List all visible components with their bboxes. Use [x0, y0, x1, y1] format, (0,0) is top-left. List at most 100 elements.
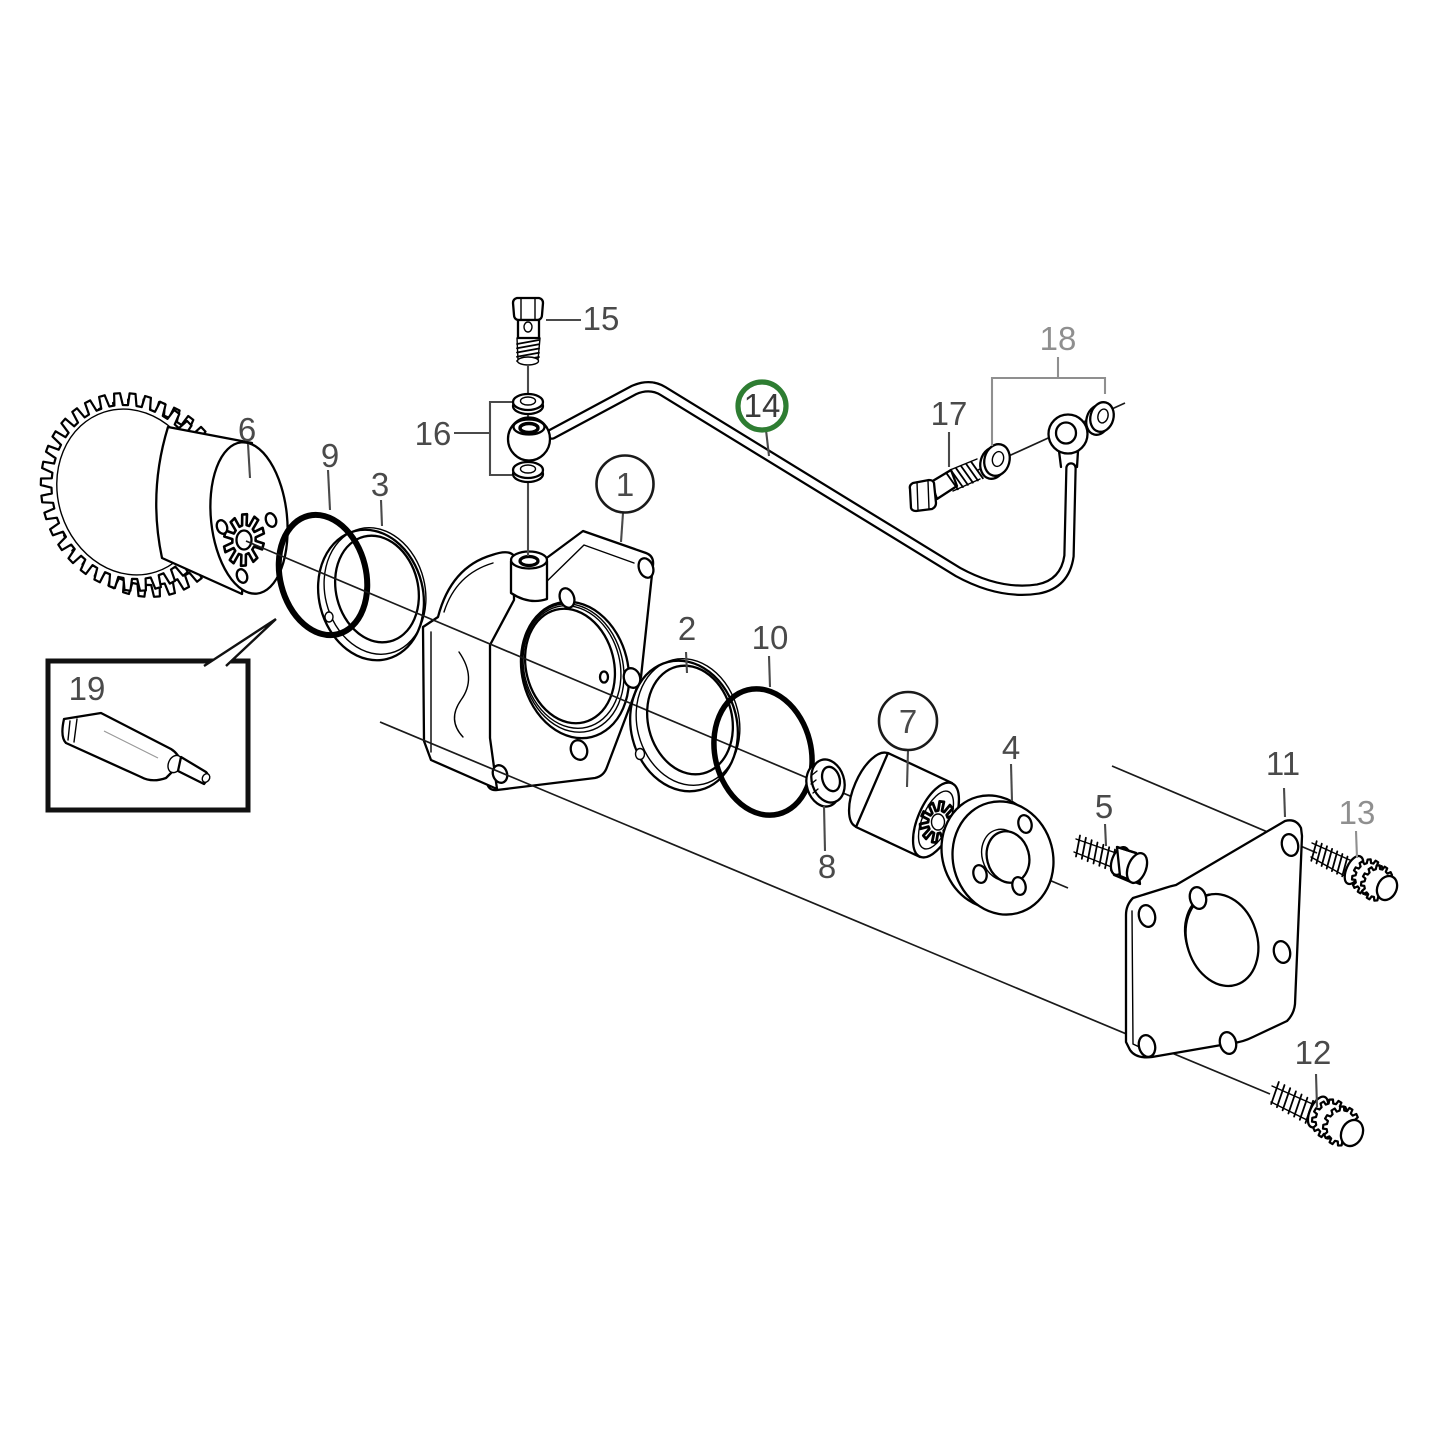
callout-6: 6 [238, 411, 256, 448]
washer16-bottom [511, 460, 545, 480]
bolt5-threads [1075, 834, 1116, 872]
plate-hole [1280, 833, 1300, 857]
flange-screw-12 [1270, 1081, 1365, 1148]
housing-body [421, 551, 516, 791]
gear-spline [222, 512, 266, 568]
bolt17-head-facets [916, 480, 930, 511]
leader-9 [326, 469, 332, 511]
gear-hub-face [209, 441, 289, 595]
housing-boss-bore [518, 554, 540, 568]
bolt12-head-teeth [1310, 1098, 1361, 1147]
plate-hole [1137, 1034, 1157, 1058]
housing-bolt-hole [637, 557, 655, 579]
seal-ring-2 [629, 657, 741, 793]
leader-14 [764, 429, 771, 457]
bolt17-head [908, 478, 938, 513]
housing-web-curve [453, 651, 470, 738]
eye-bore [1054, 421, 1078, 445]
ring2-hole [634, 747, 646, 761]
callout-18: 18 [1040, 320, 1077, 357]
callout-15: 15 [583, 300, 620, 337]
bolt15-head-facets [520, 298, 536, 320]
callout-12: 12 [1295, 1034, 1332, 1071]
leader-10 [767, 655, 772, 688]
callout-2: 2 [678, 610, 696, 647]
cap-screw-5 [1073, 834, 1149, 886]
coupling-spline-bore [930, 813, 946, 831]
eye-neck [1057, 449, 1080, 469]
sealant-callout-box [45, 617, 277, 813]
plate-hole [1218, 1031, 1238, 1055]
ring2-wall [635, 657, 741, 787]
bolt17-threads [945, 460, 984, 491]
pump-housing [421, 529, 655, 792]
flange4-hole [1017, 813, 1033, 835]
callout-13: 13 [1339, 794, 1376, 831]
housing-bore-groove [521, 603, 625, 733]
housing-boss [509, 561, 549, 603]
banjo-fitting-16 [506, 392, 552, 484]
leader-13 [1354, 830, 1359, 859]
plate-hole [1137, 904, 1157, 928]
leader-16 [454, 400, 512, 477]
washer16-top [511, 392, 545, 412]
callout-circle-1 [595, 454, 655, 514]
bolt12-head-face [1339, 1118, 1365, 1148]
callout-19: 19 [69, 670, 106, 707]
ring2-inner [645, 664, 735, 776]
callout-14: 14 [744, 387, 781, 424]
pipe-banjo-eye [1047, 413, 1089, 469]
bolt5-head-face [1125, 852, 1149, 884]
lower-axis-line [379, 721, 1271, 1095]
box-pointer-edges [203, 617, 277, 668]
washer-8 [805, 758, 846, 808]
ring3-inner [333, 534, 421, 644]
leader-12 [1314, 1073, 1319, 1108]
splined-coupling [847, 751, 961, 859]
gear-face-hole [215, 519, 229, 535]
tube-body [61, 711, 183, 782]
housing-bolt-hole [491, 764, 509, 784]
o-ring-10 [711, 686, 815, 818]
callout-10: 10 [752, 619, 789, 656]
banjo-bolt-17 [908, 458, 984, 513]
washer18b [1089, 401, 1115, 433]
eye-outer [1047, 413, 1089, 455]
gear-face-hole [235, 568, 249, 584]
housing-hump-line [443, 562, 494, 613]
callout-1: 1 [616, 466, 634, 503]
callout-9: 9 [321, 437, 339, 474]
housing-bolt-hole [558, 587, 576, 609]
callout-7: 7 [899, 703, 917, 740]
o-ring-9 [275, 511, 371, 639]
leader-7 [905, 749, 910, 788]
washer16-bottom-bore [519, 464, 537, 474]
washer18a [983, 443, 1011, 477]
bolt15-tip [516, 356, 540, 366]
coupling-spline [918, 800, 958, 844]
leader-18 [990, 357, 1107, 446]
plate-hole [1188, 886, 1208, 910]
leader-2 [684, 651, 689, 674]
leader-4 [1009, 763, 1014, 802]
leader-8 [822, 805, 827, 852]
coupling-flange [940, 794, 1055, 916]
callout-16: 16 [415, 415, 452, 452]
callout-5: 5 [1095, 788, 1113, 825]
banjo-washers-18 [979, 401, 1115, 480]
washer16-top-bore [519, 396, 537, 406]
bolt13-head-face [1375, 874, 1399, 902]
flange-screw-13 [1310, 840, 1399, 902]
housing-bolt-hole [622, 667, 642, 689]
housing-bolt-hole [569, 739, 589, 761]
callout-circle-7 [877, 690, 939, 752]
housing-bore-inner [523, 607, 617, 725]
leader-5 [1103, 823, 1108, 847]
housing-top-face-line [539, 544, 635, 589]
tube-tip [201, 773, 211, 783]
oil-pipe-assembly [506, 296, 1126, 596]
cover-plate [1124, 819, 1304, 1059]
callout-circle-14 [735, 379, 789, 433]
